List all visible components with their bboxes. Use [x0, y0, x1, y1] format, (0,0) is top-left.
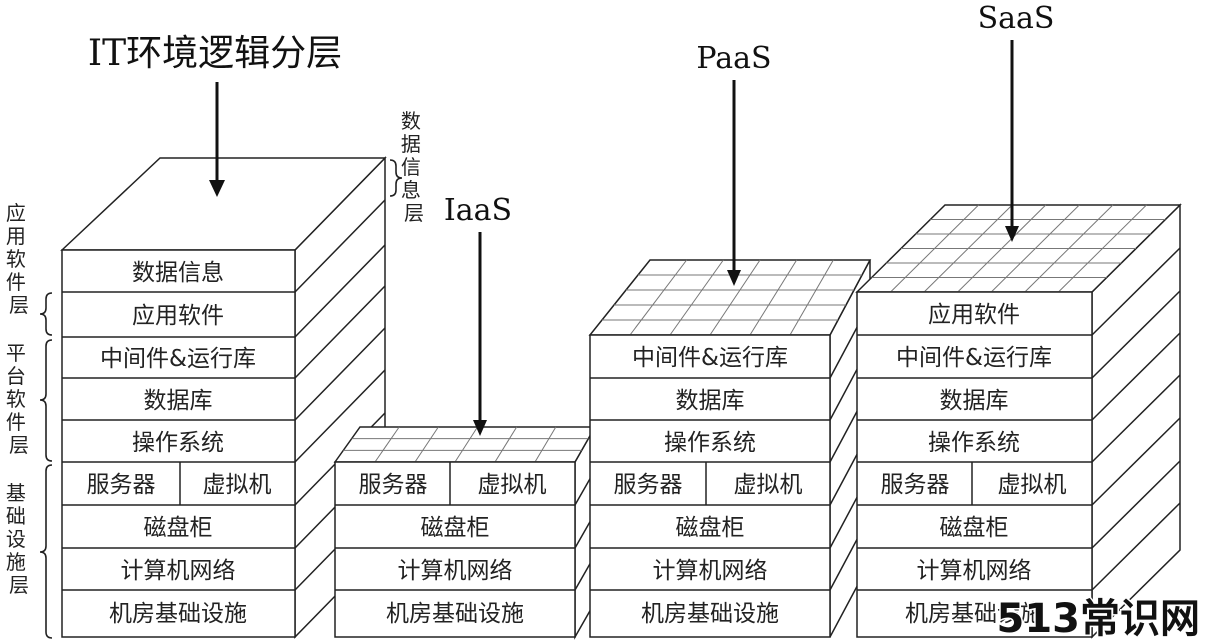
row-disk: 磁盘柜 [144, 515, 213, 541]
paas-labels: 中间件&运行库 数据库 操作系统 服务器 虚拟机 磁盘柜 计算机网络 机房基础设… [614, 345, 803, 627]
row-disk: 磁盘柜 [421, 515, 490, 541]
group-labels: 应 用 软 件 层 平 台 软 件 层 基 础 设 施 层 数 据 信 息 层 [6, 109, 427, 597]
row-database: 数据库 [144, 388, 213, 414]
row-app-software: 应用软件 [928, 302, 1020, 328]
paas-title: PaaS [696, 41, 771, 76]
row-facility: 机房基础设施 [905, 601, 1043, 627]
saas-arrow [1005, 40, 1019, 242]
top-grid-line [534, 426, 557, 463]
row-middleware: 中间件&运行库 [896, 345, 1052, 371]
row-facility: 机房基础设施 [109, 601, 247, 627]
row-server: 服务器 [87, 472, 156, 498]
row-server: 服务器 [614, 472, 683, 498]
row-vm: 虚拟机 [478, 472, 547, 498]
watermark: 513常识网 [997, 596, 1201, 642]
row-vm: 虚拟机 [203, 472, 272, 498]
it-side-line [294, 285, 386, 379]
row-network: 计算机网络 [121, 558, 236, 584]
row-disk: 磁盘柜 [676, 515, 745, 541]
row-middleware: 中间件&运行库 [100, 346, 256, 372]
it-title: IT环境逻辑分层 [88, 33, 342, 74]
row-disk: 磁盘柜 [940, 515, 1009, 541]
row-os: 操作系统 [664, 430, 756, 456]
it-side-line [294, 369, 386, 463]
group-infra-layer: 基 础 设 施 层 [6, 481, 32, 597]
row-facility: 机房基础设施 [386, 601, 524, 627]
saas-front [856, 291, 1093, 638]
iaas-front-face [334, 461, 576, 638]
brace-platform-layer [39, 339, 53, 462]
it-labels: 数据信息 应用软件 中间件&运行库 数据库 操作系统 服务器 虚拟机 磁盘柜 计… [87, 260, 272, 627]
group-platform-layer: 平 台 软 件 层 [6, 341, 32, 457]
iaas-top-face [333, 426, 597, 463]
top-grid-line [494, 426, 518, 463]
iaas-top-grid [343, 426, 589, 463]
brace-infra-layer [39, 464, 53, 639]
row-app-software: 应用软件 [132, 303, 224, 329]
saas-title: SaaS [978, 1, 1055, 36]
it-side-line [294, 199, 386, 293]
it-side-line [294, 327, 386, 421]
iaas-title: IaaS [444, 193, 512, 228]
row-middleware: 中间件&运行库 [632, 345, 788, 371]
paas-top-grid [602, 259, 862, 336]
it-side-line [294, 244, 386, 338]
row-server: 服务器 [881, 472, 950, 498]
top-grid-line [629, 259, 688, 336]
iaas-labels: 服务器 虚拟机 磁盘柜 计算机网络 机房基础设施 [359, 472, 547, 627]
row-vm: 虚拟机 [998, 472, 1067, 498]
row-os: 操作系统 [928, 430, 1020, 456]
paas-arrow [727, 80, 741, 286]
row-network: 计算机网络 [653, 558, 768, 584]
row-database: 数据库 [940, 388, 1009, 414]
it-stack [60, 156, 387, 639]
row-network: 计算机网络 [917, 558, 1032, 584]
group-app-layer: 应 用 软 件 层 [6, 201, 32, 317]
paas-front-face [589, 334, 831, 638]
it-arrow [209, 82, 225, 197]
row-os: 操作系统 [132, 430, 224, 456]
paas-front [589, 334, 831, 638]
row-vm: 虚拟机 [734, 472, 803, 498]
top-grid-line [374, 426, 400, 463]
saas-stack [855, 203, 1182, 639]
row-data-info: 数据信息 [132, 260, 224, 286]
row-server: 服务器 [359, 472, 428, 498]
saas-labels: 应用软件 中间件&运行库 数据库 操作系统 服务器 虚拟机 磁盘柜 计算机网络 … [881, 302, 1067, 627]
saas-top-grid [871, 204, 1166, 293]
row-facility: 机房基础设施 [641, 601, 779, 627]
top-grid-line [709, 259, 761, 336]
group-braces [39, 159, 403, 639]
saas-front-face [856, 291, 1093, 638]
top-grid-line [414, 426, 439, 463]
top-grid-line [454, 426, 478, 463]
top-grid-line [669, 259, 724, 336]
top-grid-line [789, 259, 834, 336]
iaas-front [334, 461, 576, 638]
group-data-layer: 数 据 信 息 层 [401, 109, 427, 225]
brace-data-layer [389, 159, 403, 197]
iaas-arrow [473, 232, 487, 436]
row-network: 计算机网络 [398, 558, 513, 584]
brace-app-layer [39, 292, 53, 336]
top-grid-line [749, 259, 798, 336]
it-front-face [61, 249, 296, 638]
row-database: 数据库 [676, 388, 745, 414]
